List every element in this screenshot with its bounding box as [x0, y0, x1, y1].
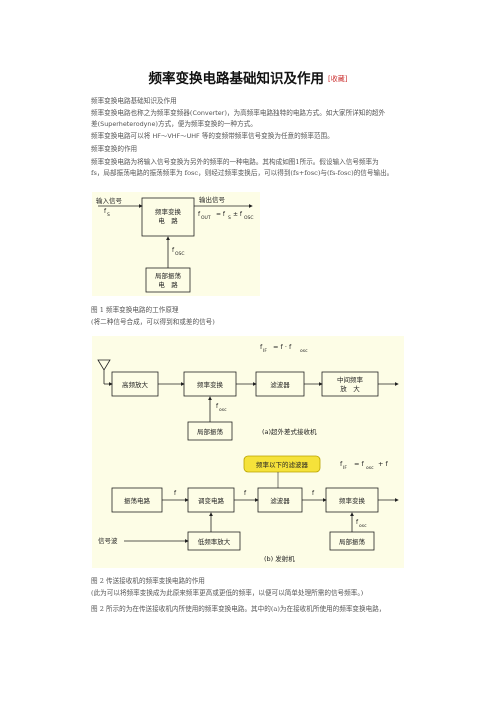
fig2b-formula-sub: IF: [343, 465, 347, 471]
favorite-tag[interactable]: [收藏]: [328, 75, 348, 83]
fig2a-osc-f: f: [216, 403, 219, 410]
fig1-osc-f: f: [172, 247, 175, 254]
fig2a-block-local-osc-label: 局部振荡: [197, 427, 224, 436]
para-4: 频率变换电路可以将 HF～VHF～UHF 等的变频带频率信号变换为任意的频率范围…: [91, 132, 334, 140]
fig2-caption: 图 2 传送接收机的频率变换电路的作用: [91, 577, 205, 585]
fig2a-block-filter-label: 滤波器: [270, 380, 290, 389]
fig2b-callout: [243, 455, 321, 473]
fig2a-formula-osc: osc: [300, 349, 308, 354]
fig2a-block-local-osc: [187, 421, 233, 441]
fig2b-signal-label: 信号波: [98, 536, 118, 545]
para-heading: 频率变换电路基础知识及作用: [91, 97, 177, 105]
para-last: 图 2 所示的为在传送接收机内所使用的频率变换电路。其中的(a)为在接收机所使用…: [91, 605, 386, 613]
fig2a-block-converter-label: 频率变换: [197, 380, 224, 389]
para-5: 频率变换的作用: [91, 145, 138, 153]
fig2b-block-modulator-label: 调变电路: [198, 496, 225, 505]
fig1-input-sub: S: [107, 212, 110, 218]
fig2a-receiver: f IF = f · f osc 高频放大 频率变换 滤波器 中间频率 放 大 …: [97, 343, 399, 441]
fig2a-block-if-amp-label-1: 中间频率: [337, 375, 364, 384]
fig1-osc-box: [145, 267, 191, 293]
fig1-converter-label-1: 频率变换: [155, 207, 182, 216]
fig2b-f2: f: [244, 490, 247, 497]
fig2b-caption: (b) 发射机: [264, 554, 295, 563]
antenna-icon: [97, 359, 111, 384]
fig1-output-label: 输出信号: [199, 195, 226, 204]
fig1-converter-label-2: 电 路: [158, 216, 178, 225]
fig2a-formula-rest: = f · f: [273, 343, 292, 351]
fig2a-block-if-amp-label-2: 放 大: [340, 384, 360, 393]
figure-1: 输入信号 f S 频率变换 电 路 输出信号 f OUT = f S ± f O…: [92, 192, 260, 296]
fig2b-block-lf-amp: [187, 531, 241, 551]
fig2b-formula-f: f: [340, 460, 343, 468]
fig2-subcaption: (此为可以将频率变换成为此原来频率更高或更低的频率，以便可以简单处理所需的信号频…: [91, 589, 364, 597]
fig1-output-eq: = f: [216, 211, 226, 218]
fig1-output-sub: OUT: [201, 215, 211, 221]
fig2b-f1: f: [174, 490, 177, 497]
fig2b-osc-f: f: [356, 519, 359, 526]
fig1-caption: 图 1 频率变换电路的工作原理: [91, 306, 179, 314]
fig2b-formula-rest: = f: [354, 460, 365, 468]
fig2a-formula-f: f: [260, 343, 263, 351]
fig2b-block-lf-amp-label: 低频率放大: [198, 537, 231, 546]
fig2b-callout-label: 频率以下的滤波器: [256, 460, 309, 469]
fig1-subcaption: (将二种信号合成，可以得到和或差的信号): [91, 318, 215, 326]
fig1-converter-box: [141, 197, 195, 237]
fig1-osc-label-2: 电 路: [158, 280, 178, 289]
fig2b-block-oscillator-label: 振荡电路: [124, 496, 151, 505]
fig2b-block-filter-label: 滤波器: [270, 496, 290, 505]
figure-2: f IF = f · f osc 高频放大 频率变换 滤波器 中间频率 放 大 …: [92, 336, 404, 568]
fig2b-block-local-osc: [329, 531, 375, 551]
page-title: 频率变换电路基础知识及作用[收藏]: [148, 71, 348, 87]
fig2a-caption: (a)超外差式接收机: [262, 427, 317, 436]
fig2b-f3: f: [312, 490, 315, 497]
fig1-output-pm: ± f: [233, 211, 243, 218]
fig1-osc-label-1: 局部振荡: [155, 271, 182, 280]
para-7: fs，局部振荡电路的振荡频率为 fosc，则经过频率变换后，可以得到(fs+fo…: [91, 169, 394, 177]
fig1-output-osc: OSC: [244, 215, 254, 221]
fig2a-formula-sub: IF: [263, 348, 267, 354]
fig2a-block-rf-amp-label: 高频放大: [122, 380, 149, 389]
fig2a-osc-sub: osc: [219, 408, 227, 413]
fig2b-osc-sub: osc: [359, 524, 367, 529]
fig1-osc-sub: OSC: [175, 251, 185, 257]
fig1-input-label: 输入信号: [96, 196, 123, 205]
para-3: 差(Superheterodyne)方式，便为频率变换的一种方式。: [91, 120, 257, 128]
fig1-input-f: f: [104, 208, 107, 215]
fig2b-block-local-osc-label: 局部振荡: [339, 537, 366, 546]
fig2b-formula-osc: osc: [366, 466, 374, 471]
fig1-output-eq-sub: S: [228, 215, 231, 221]
para-6: 频率变换电路为将输入信号变换为另外的频率的一种电路。其构成如图1所示。假设输入信…: [91, 158, 379, 166]
para-2: 频率变换电路也称之为频率变频器(Converter)，为高频率电路独特的电路方式…: [91, 109, 386, 117]
fig1-output-f: f: [198, 211, 201, 218]
fig2b-block-converter-label: 频率变换: [339, 496, 366, 505]
fig2b-transmitter: 频率以下的滤波器 f IF = f osc + f 振荡电路 f 调变电路 f …: [98, 455, 399, 563]
fig2b-formula-plus: + f: [378, 460, 389, 468]
